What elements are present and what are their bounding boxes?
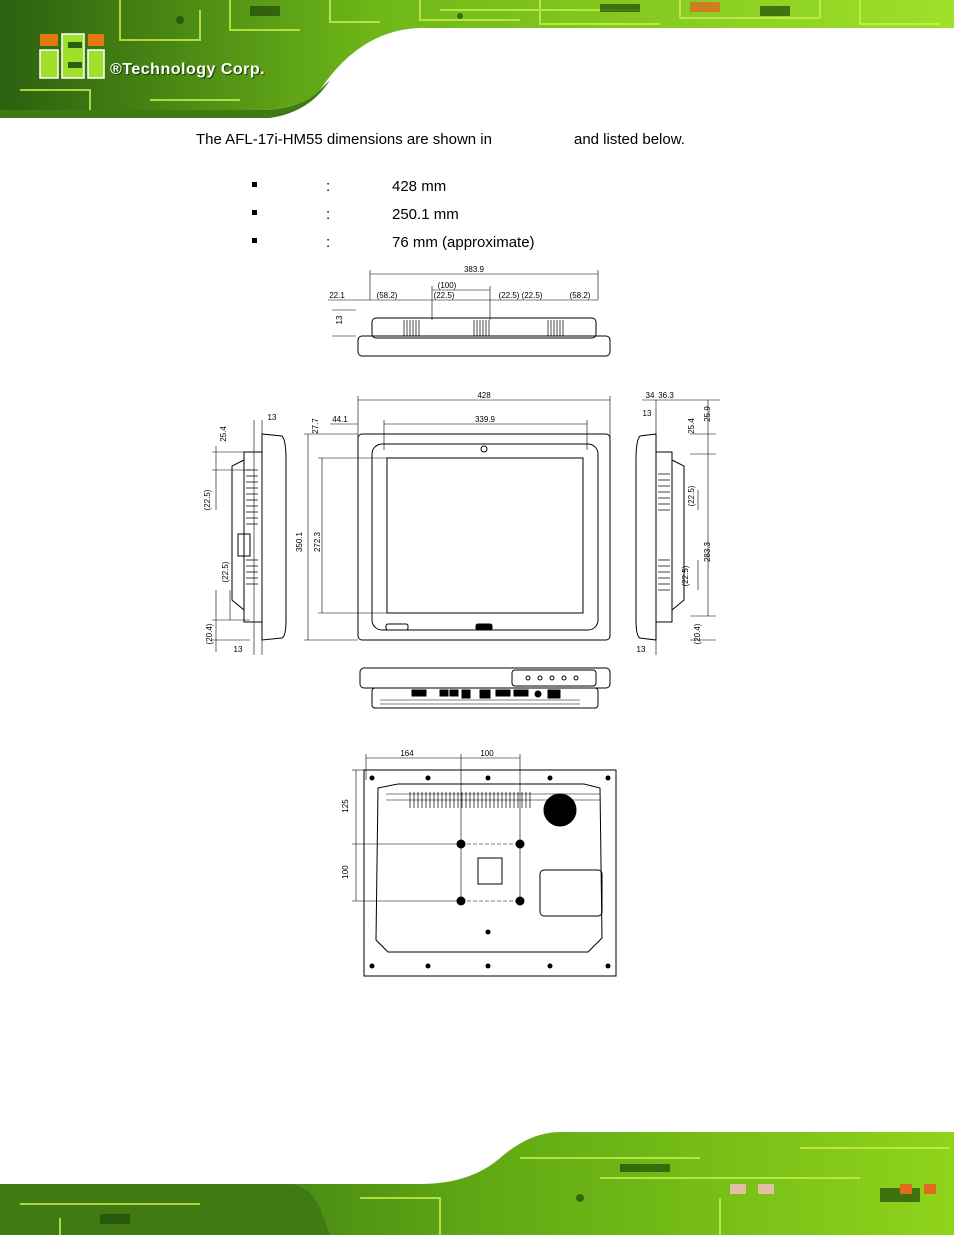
footer-banner [0,1128,954,1235]
intro-text-after: and listed below. [573,131,685,148]
front-view [304,396,611,641]
spec-value: 250.1 mm [392,206,459,223]
dim-label: 27.7 [311,418,320,434]
bullet-icon [252,182,257,187]
spec-colon: : [326,234,331,251]
spec-value: 428 mm [392,178,447,195]
bottom-io-view [359,667,611,709]
dim-label: 44.1 [332,415,348,424]
dim-label: 350.1 [295,531,304,552]
dim-label: 100 [480,749,494,758]
dimension-labels: 383.9 22.1 (58.2) (100) (22.5) (22.5) (2… [203,265,712,879]
dim-label: (58.2) [570,291,591,300]
dim-label: (22.5) [687,485,696,506]
header-banner: ®Technology Corp. [0,0,954,118]
company-name: ®Technology Corp. [110,61,266,78]
right-side-view [635,399,720,655]
dim-label: 13 [268,413,277,422]
dimension-drawing: 383.9 22.1 (58.2) (100) (22.5) (22.5) (2… [203,265,720,977]
dim-label: 100 [341,865,350,879]
bullet-icon [252,238,257,243]
dim-label: 13 [335,315,344,324]
dim-label: 36.3 [658,391,674,400]
dim-label: 164 [400,749,414,758]
dim-label: (22.5) [681,565,690,586]
dim-label: 25.4 [687,418,696,434]
dim-label: 13 [643,409,652,418]
dim-label: 22.1 [329,291,345,300]
spec-value: 76 mm (approximate) [392,234,535,251]
dim-label: (22.5) [499,291,520,300]
dim-label: (22.5) [522,291,543,300]
intro-text-before: The AFL-17i-HM55 dimensions are shown in [196,131,492,148]
dim-label: 125 [341,799,350,813]
rear-view [352,754,617,977]
dim-label: 283.3 [703,541,712,562]
bullet-icon [252,210,257,215]
circuit-board-footer [0,1132,954,1235]
intro-sentence: The AFL-17i-HM55 dimensions are shown in… [196,131,685,148]
iei-logo [39,33,105,79]
dim-label: 25.4 [219,426,228,442]
left-side-view [212,420,287,655]
dim-label: 339.9 [475,415,496,424]
dim-label: (22.5) [434,291,455,300]
top-view [328,270,611,357]
dim-label: (58.2) [377,291,398,300]
dim-label: (20.4) [693,623,702,644]
dim-label: 34 [646,391,655,400]
dim-label: 13 [637,645,646,654]
spec-colon: : [326,178,331,195]
circuit-board-banner [0,0,954,118]
dim-label: 272.3 [313,531,322,552]
dim-label: (100) [438,281,457,290]
dim-label: (22.5) [203,489,212,510]
spec-colon: : [326,206,331,223]
dim-label: 383.9 [464,265,485,274]
dim-label: 13 [234,645,243,654]
dim-label: 428 [477,391,491,400]
dim-label: 25.9 [703,406,712,422]
dim-label: (20.4) [205,623,214,644]
dim-label: (22.5) [221,561,230,582]
